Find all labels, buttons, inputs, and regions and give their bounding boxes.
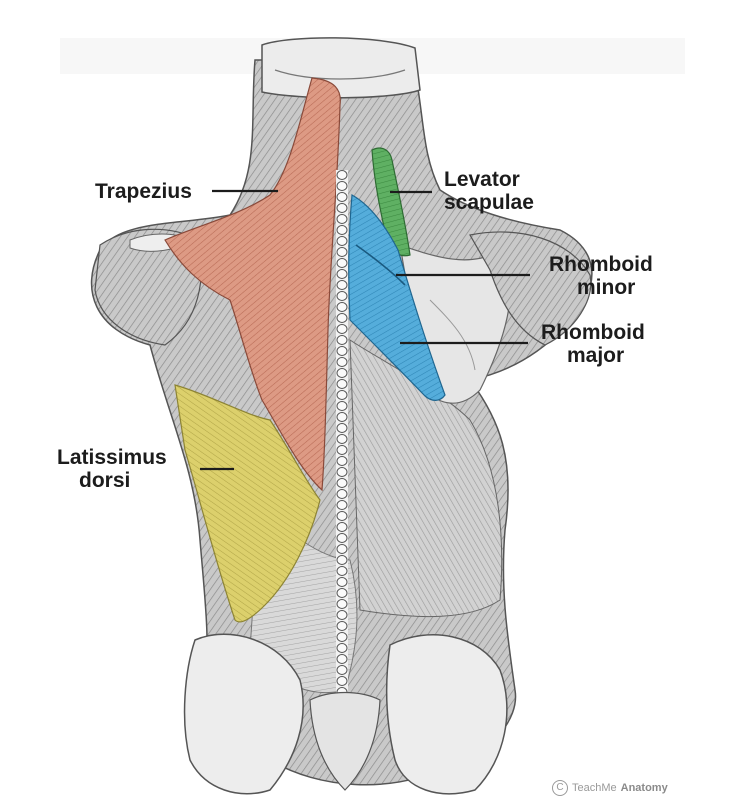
vertebra [337, 259, 347, 268]
label-rhomboid-major-line2: major [541, 344, 645, 367]
label-rhomboid-minor-line1: Rhomboid [549, 253, 653, 276]
vertebra [337, 413, 347, 422]
vertebra [337, 171, 347, 180]
credit-text-light: TeachMe [572, 782, 617, 794]
vertebra [337, 369, 347, 378]
vertebra [337, 292, 347, 301]
label-latissimus-dorsi: Latissimus dorsi [57, 446, 167, 492]
vertebra [337, 358, 347, 367]
teachmeanatomy-credit: C TeachMe Anatomy [552, 780, 668, 796]
vertebra [337, 589, 347, 598]
copyright-icon: C [552, 780, 568, 796]
label-trapezius-text: Trapezius [95, 180, 192, 203]
vertebra [337, 303, 347, 312]
label-rhomboid-minor-line2: minor [549, 276, 653, 299]
label-trapezius: Trapezius [95, 180, 192, 203]
vertebra [337, 193, 347, 202]
vertebra [337, 523, 347, 532]
label-rhomboid-minor: Rhomboid minor [549, 253, 653, 299]
vertebra [337, 237, 347, 246]
vertebra [337, 578, 347, 587]
vertebra [337, 281, 347, 290]
vertebra [337, 270, 347, 279]
vertebra [337, 204, 347, 213]
vertebra [337, 490, 347, 499]
vertebra [337, 336, 347, 345]
label-latissimus-line1: Latissimus [57, 446, 167, 469]
vertebra [337, 314, 347, 323]
vertebra [337, 226, 347, 235]
vertebra [337, 457, 347, 466]
vertebra [337, 534, 347, 543]
vertebra [337, 479, 347, 488]
label-levator-line2: scapulae [444, 191, 534, 214]
label-latissimus-line2: dorsi [57, 469, 167, 492]
vertebra [337, 512, 347, 521]
vertebra [337, 600, 347, 609]
pelvis-right [387, 635, 507, 794]
vertebra [337, 556, 347, 565]
vertebra [337, 325, 347, 334]
spinal-column [336, 170, 348, 770]
vertebra [337, 666, 347, 675]
label-rhomboid-major: Rhomboid major [541, 321, 645, 367]
credit-text-bold: Anatomy [621, 782, 668, 794]
vertebra [337, 446, 347, 455]
vertebra [337, 567, 347, 576]
vertebra [337, 248, 347, 257]
label-levator-line1: Levator [444, 168, 534, 191]
vertebra [337, 215, 347, 224]
vertebra [337, 435, 347, 444]
vertebra [337, 633, 347, 642]
label-rhomboid-major-line1: Rhomboid [541, 321, 645, 344]
vertebra [337, 402, 347, 411]
vertebra [337, 655, 347, 664]
label-levator-scapulae: Levator scapulae [444, 168, 534, 214]
vertebra [337, 347, 347, 356]
vertebra [337, 622, 347, 631]
vertebra [337, 644, 347, 653]
vertebra [337, 380, 347, 389]
vertebra [337, 468, 347, 477]
vertebra [337, 391, 347, 400]
vertebra [337, 611, 347, 620]
vertebra [337, 424, 347, 433]
vertebra [337, 182, 347, 191]
vertebra [337, 545, 347, 554]
skull-base [262, 38, 420, 98]
vertebra [337, 677, 347, 686]
vertebra [337, 501, 347, 510]
